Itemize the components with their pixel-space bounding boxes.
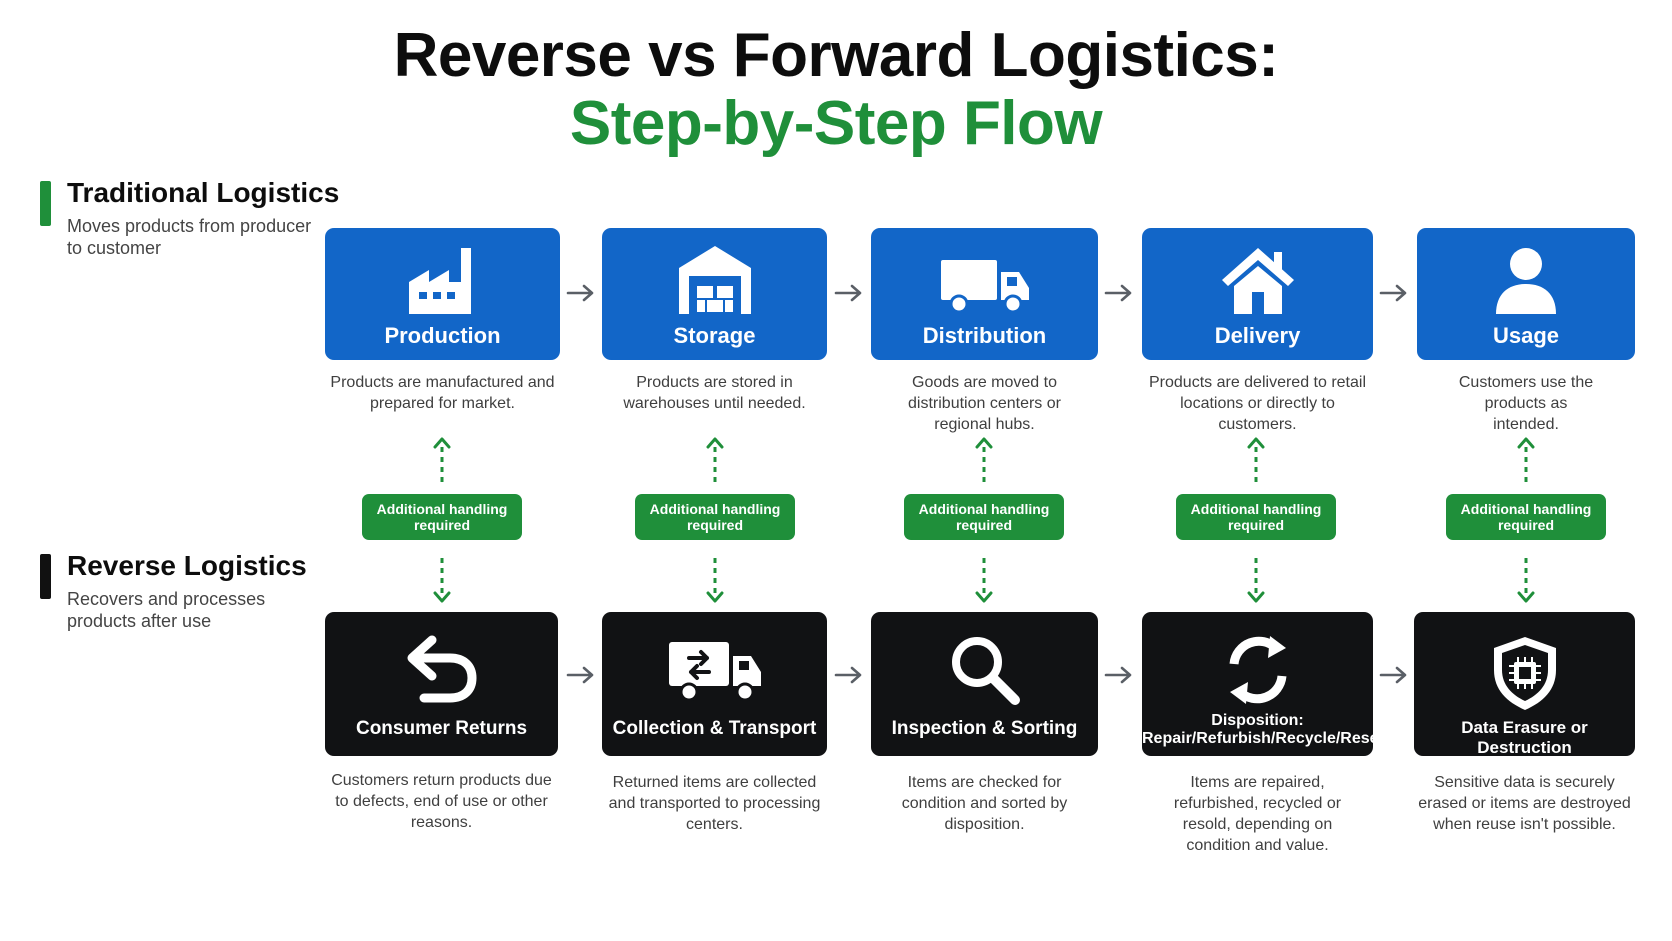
step-consumer-returns: Consumer Returns xyxy=(325,612,558,756)
down-dotted-arrow xyxy=(975,558,993,603)
reverse-arrow xyxy=(1104,666,1132,684)
up-dotted-arrow xyxy=(1247,437,1265,482)
recycle-icon xyxy=(1229,636,1286,704)
step-inspection-sorting: Inspection & Sorting xyxy=(871,612,1098,756)
step-distribution: Distribution xyxy=(871,228,1098,360)
additional-handling-badge: Additional handling required xyxy=(362,494,522,540)
step-label: Usage xyxy=(1492,323,1560,348)
warehouse-icon xyxy=(678,246,751,314)
reverse-arrow xyxy=(566,666,594,684)
up-dotted-arrow xyxy=(706,437,724,482)
step-label-line-2: Repair/Refurbish/Recycle/Resell xyxy=(1142,730,1388,747)
step-label: Storage xyxy=(673,323,756,348)
page-title: Reverse vs Forward Logistics: Step-by-St… xyxy=(0,22,1672,158)
step-data-erasure: Data Erasure or Destruction xyxy=(1414,612,1635,757)
forward-arrow xyxy=(566,284,594,302)
user-icon xyxy=(1496,248,1556,314)
down-dotted-arrow xyxy=(433,558,451,603)
step-description: Returned items are collected and transpo… xyxy=(608,774,821,833)
reverse-description: Recovers and processes products after us… xyxy=(67,589,266,631)
reverse-title: Reverse Logistics xyxy=(67,550,307,581)
step-label: Disposition: Repair/Refurbish/Recycle/Re… xyxy=(1142,712,1388,748)
title-line-1: Reverse vs Forward Logistics: xyxy=(393,21,1279,90)
up-dotted-arrow xyxy=(975,437,993,482)
step-description: Products are manufactured and prepared f… xyxy=(330,374,555,412)
additional-handling-badge: Additional handling required xyxy=(1446,494,1606,540)
up-dotted-arrow xyxy=(433,437,451,482)
down-dotted-arrow xyxy=(1247,558,1265,603)
step-label-line-1: Disposition: xyxy=(1211,712,1304,729)
step-description: Items are repaired, refurbished, recycle… xyxy=(1173,774,1342,854)
step-disposition: Disposition: Repair/Refurbish/Recycle/Re… xyxy=(1142,612,1388,756)
step-description: Customers return products due to defects… xyxy=(331,772,552,831)
step-label: Inspection & Sorting xyxy=(891,718,1078,739)
step-label: Collection & Transport xyxy=(612,718,817,739)
magnifier-icon xyxy=(951,637,1020,705)
title-line-2: Step-by-Step Flow xyxy=(569,89,1103,158)
additional-handling-badge: Additional handling required xyxy=(1176,494,1336,540)
step-label: Production xyxy=(384,323,501,348)
step-description: Products are delivered to retail locatio… xyxy=(1149,374,1366,433)
step-description: Customers use the products as intended. xyxy=(1458,374,1594,433)
step-label: Data Erasure or Destruction xyxy=(1461,718,1588,757)
step-delivery: Delivery xyxy=(1142,228,1373,360)
forward-arrow xyxy=(834,284,862,302)
step-description: Sensitive data is securely erased or ite… xyxy=(1418,774,1631,833)
step-collection-transport: Collection & Transport xyxy=(602,612,827,756)
step-label: Delivery xyxy=(1214,323,1301,348)
truck-icon xyxy=(940,260,1029,314)
up-dotted-arrow xyxy=(1517,437,1535,482)
return-truck-icon xyxy=(668,642,761,702)
reverse-arrow xyxy=(1379,666,1407,684)
step-usage: Usage xyxy=(1417,228,1635,360)
additional-handling-badge: Additional handling required xyxy=(904,494,1064,540)
factory-icon xyxy=(408,248,471,314)
traditional-accent-bar xyxy=(40,181,51,226)
step-storage: Storage xyxy=(602,228,827,360)
step-description: Products are stored in warehouses until … xyxy=(623,374,806,412)
step-description: Goods are moved to distribution centers … xyxy=(908,374,1061,433)
forward-arrow xyxy=(1379,284,1407,302)
house-icon xyxy=(1221,248,1294,314)
step-label: Distribution xyxy=(922,323,1047,348)
down-dotted-arrow xyxy=(1517,558,1535,603)
shield-chip-icon xyxy=(1493,637,1556,710)
forward-arrow xyxy=(1104,284,1132,302)
reverse-arrow xyxy=(834,666,862,684)
down-dotted-arrow xyxy=(706,558,724,603)
step-production: Production xyxy=(325,228,560,360)
additional-handling-badge: Additional handling required xyxy=(635,494,795,540)
traditional-description: Moves products from producer to customer xyxy=(67,216,312,258)
return-arrow-icon xyxy=(407,635,477,703)
step-label: Consumer Returns xyxy=(355,718,528,739)
step-description: Items are checked for condition and sort… xyxy=(901,774,1068,833)
reverse-accent-bar xyxy=(40,554,51,599)
traditional-title: Traditional Logistics xyxy=(67,177,340,208)
